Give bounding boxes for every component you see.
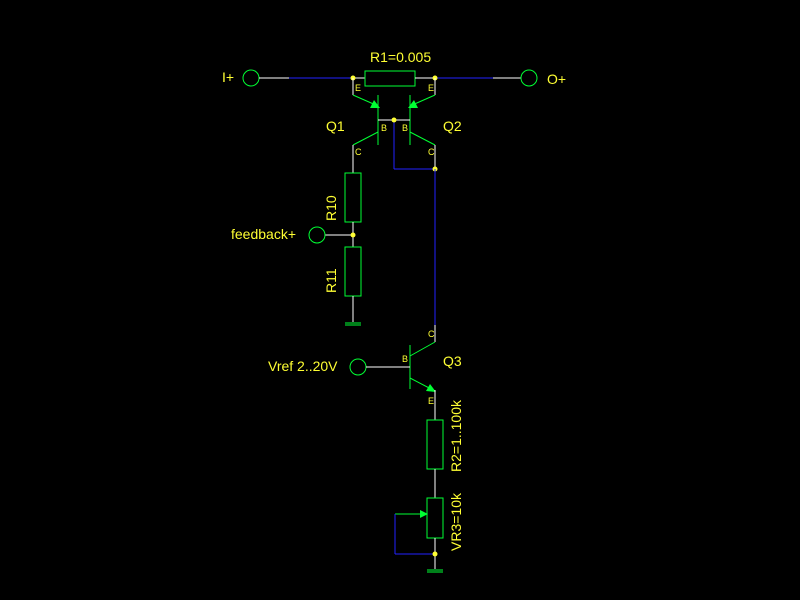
divider-network [308,172,362,326]
potentiometer-vr3[interactable] [426,497,444,539]
label-q2: Q2 [443,118,462,134]
terminal-feedback-plus[interactable] [308,226,326,244]
transistor-q3[interactable] [349,325,436,420]
label-vref: Vref 2..20V [268,358,338,374]
label-r2: R2=1..100k [448,399,464,472]
q2-pin-e: E [428,83,434,93]
q1-pin-b: B [381,123,387,133]
q1-pin-c: C [355,147,362,157]
junction-dot [391,117,397,123]
resistor-r2[interactable] [426,419,444,470]
q2-pin-c: C [428,147,435,157]
label-q1: Q1 [326,118,345,134]
terminal-i-plus[interactable] [242,69,260,87]
q2-pin-b: B [402,123,408,133]
terminal-vref[interactable] [349,358,367,376]
label-o-plus: O+ [547,71,566,87]
terminal-o-plus[interactable] [520,69,538,87]
label-vr3: VR3=10k [448,492,464,551]
q3-pin-c: C [428,329,435,339]
resistor-r1[interactable] [364,70,416,87]
junction-dot [432,551,438,557]
junction-dot [350,232,356,238]
label-r11: R11 [323,268,339,293]
label-feedback: feedback+ [231,226,296,242]
q3-pin-b: B [402,354,408,364]
top-rail [242,69,538,87]
label-q3: Q3 [443,353,462,369]
resistor-r11[interactable] [344,246,362,297]
q3-pin-e: E [428,396,434,406]
label-r10: R10 [323,195,339,221]
label-i-plus: I+ [222,69,234,85]
q1-pin-e: E [355,83,361,93]
label-r1: R1=0.005 [370,49,431,65]
resistor-r10[interactable] [344,172,362,223]
emitter-network [394,419,444,573]
